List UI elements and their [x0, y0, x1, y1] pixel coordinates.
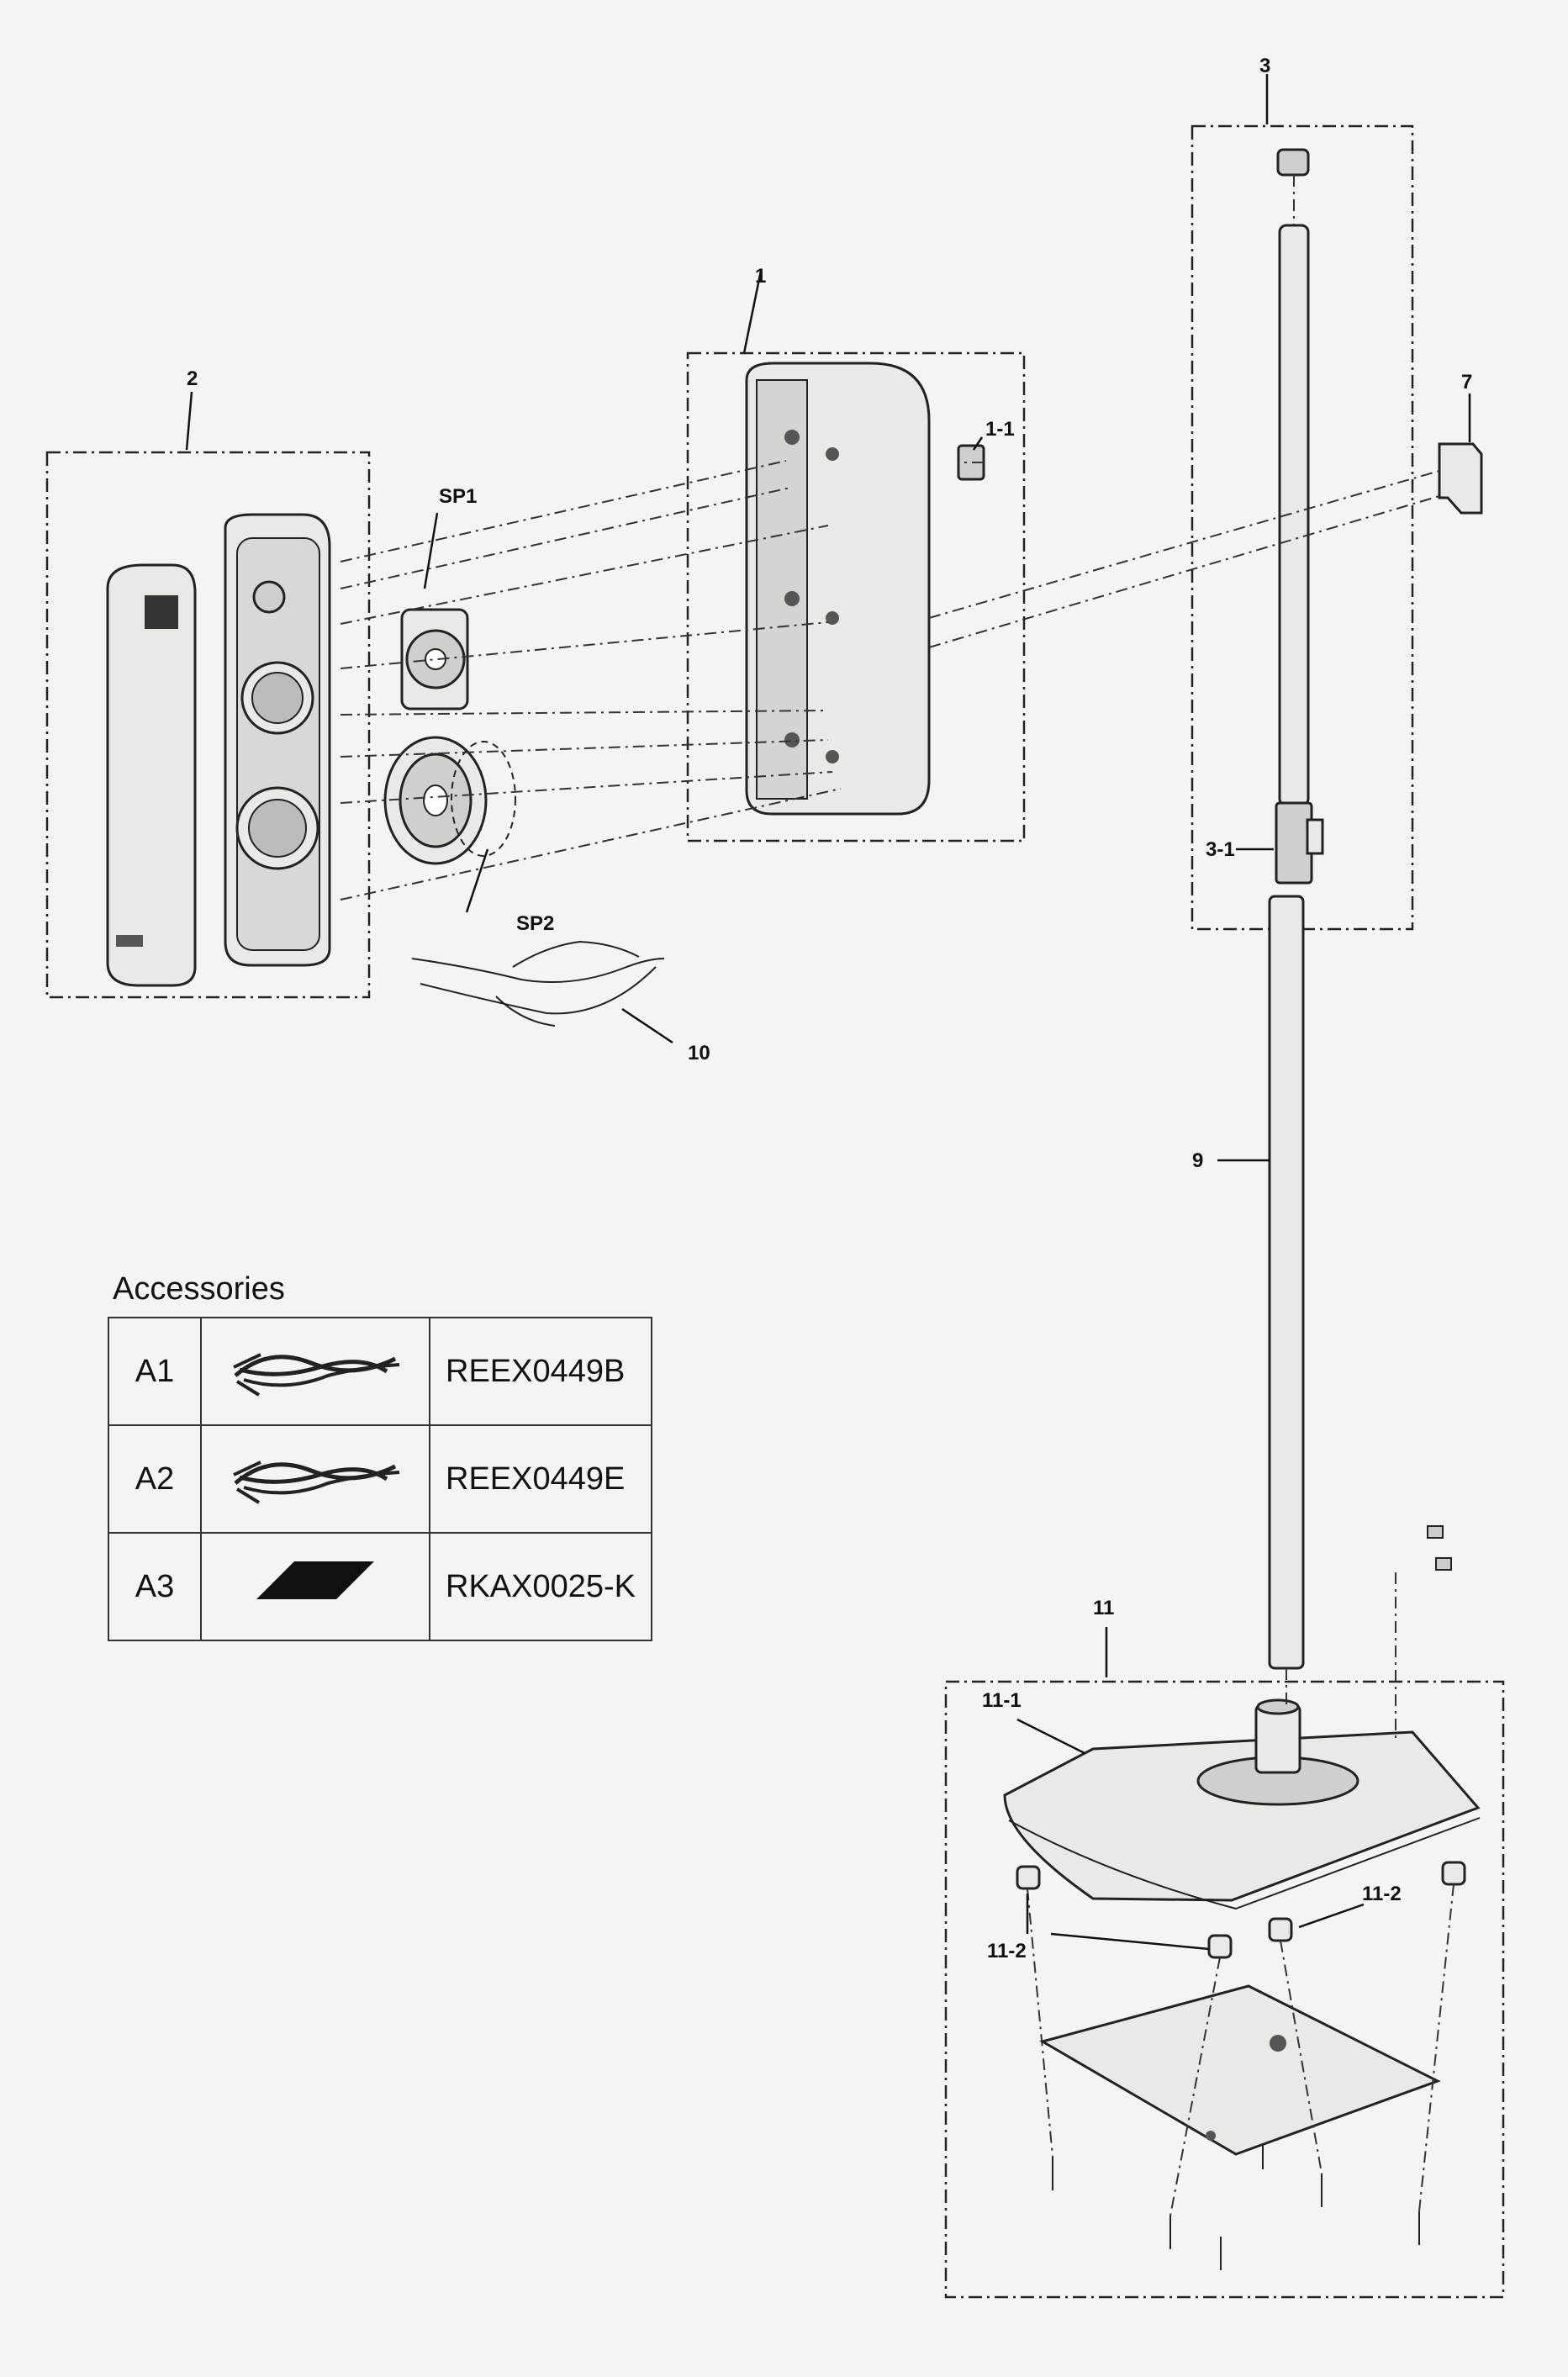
base-plate-11-1 — [1003, 1698, 1481, 1910]
accessories-title: Accessories — [113, 1271, 285, 1307]
label-3: 3 — [1259, 55, 1270, 77]
label-11-2-left: 11-2 — [987, 1940, 1027, 1962]
pole-cap — [1276, 148, 1310, 177]
cable-bundle-icon — [200, 1424, 430, 1534]
front-grille — [106, 563, 197, 987]
accessories-table: A1 REEX0449B A2 REEX0449E A3 — [108, 1317, 652, 1641]
label-11-2-right: 11-2 — [1362, 1883, 1402, 1905]
accessory-row: A2 REEX0449E — [108, 1424, 652, 1534]
driver-sp1 — [400, 608, 469, 710]
driver-sp2 — [383, 736, 516, 865]
cable-10 — [411, 940, 665, 1027]
callout-arrows — [185, 74, 1471, 1951]
label-2: 2 — [187, 367, 198, 390]
label-1: 1 — [755, 265, 766, 288]
bottom-plate — [1039, 1984, 1441, 2156]
bracket-7 — [1438, 442, 1483, 515]
label-10: 10 — [688, 1042, 710, 1064]
group-1-box — [686, 351, 1026, 843]
pole-joint-3-1 — [1275, 801, 1324, 885]
cable-bundle-icon — [200, 1317, 430, 1426]
group-2-box — [45, 451, 371, 999]
accessory-part-number: REEX0449E — [429, 1424, 652, 1534]
feet-11-2 — [1016, 1861, 1466, 1959]
label-11-1: 11-1 — [982, 1689, 1022, 1712]
label-1-1: 1-1 — [985, 418, 1015, 441]
label-9: 9 — [1192, 1149, 1203, 1172]
assembly-lines — [340, 175, 1454, 2216]
screws — [1052, 1525, 1452, 2270]
black-pad-icon — [200, 1532, 430, 1641]
accessory-part-number: REEX0449B — [429, 1317, 652, 1426]
lower-pole-9 — [1268, 895, 1305, 1670]
label-11: 11 — [1093, 1597, 1114, 1619]
label-sp1: SP1 — [439, 485, 477, 508]
accessory-row: A1 REEX0449B — [108, 1317, 652, 1426]
accessory-code: A3 — [108, 1532, 202, 1641]
label-sp2: SP2 — [516, 912, 554, 935]
speaker-baffle — [224, 513, 331, 967]
group-11-box — [944, 1680, 1505, 2299]
cabinet — [745, 362, 931, 816]
accessory-row: A3 RKAX0025-K — [108, 1532, 652, 1641]
accessory-code: A1 — [108, 1317, 202, 1426]
label-7: 7 — [1461, 371, 1472, 394]
label-3-1: 3-1 — [1206, 838, 1235, 861]
accessory-part-number: RKAX0025-K — [429, 1532, 652, 1641]
accessory-code: A2 — [108, 1424, 202, 1534]
